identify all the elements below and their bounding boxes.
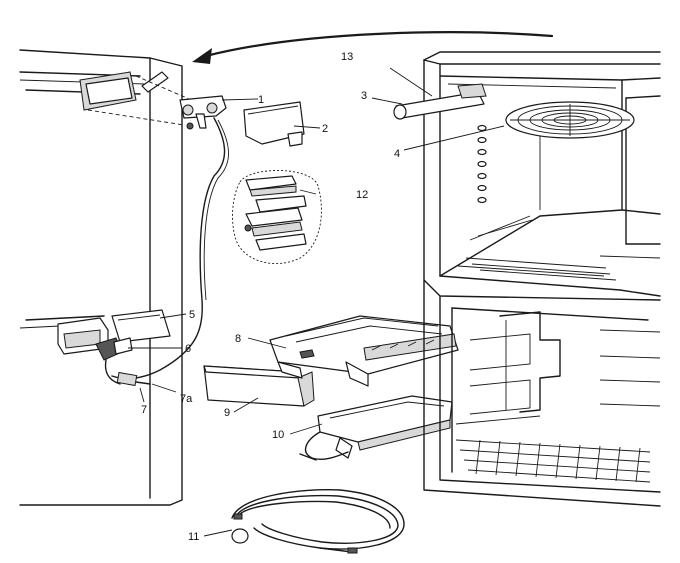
alignment-line	[87, 109, 185, 126]
water-valve-part	[179, 95, 227, 130]
valve-cover-part	[243, 101, 305, 147]
callout-7a: 7a	[180, 393, 193, 405]
door-swing-arrow	[192, 31, 554, 64]
dispenser-housing-part	[57, 309, 171, 355]
callout-7: 7	[141, 404, 147, 416]
callout-12: 12	[356, 189, 368, 201]
callout-13: 13	[341, 51, 353, 63]
ice-tray-assembly	[299, 395, 453, 461]
leader-lines	[128, 67, 505, 537]
callout-2: 2	[322, 123, 328, 135]
light-tube-part	[393, 83, 487, 120]
callout-10: 10	[272, 429, 284, 441]
ice-bucket-assembly	[269, 315, 459, 387]
refrigerator-cabinet	[423, 51, 661, 507]
fan-grille-part	[505, 101, 635, 139]
tube-connector-part	[104, 359, 151, 387]
callout-5: 5	[189, 309, 195, 321]
ice-maker-parts-group	[232, 170, 322, 265]
callout-9: 9	[224, 407, 230, 419]
callout-3: 3	[361, 90, 367, 102]
callout-1: 1	[258, 94, 264, 106]
shelf-supports	[477, 124, 541, 210]
callout-6: 6	[185, 343, 191, 355]
water-fitting-part	[95, 337, 133, 361]
water-tube	[111, 117, 226, 380]
alignment-line	[135, 75, 197, 103]
water-line-kit	[231, 489, 405, 554]
callout-8: 8	[235, 333, 241, 345]
callout-labels: 1 2 3 4 5 6 7 7a 8 9 10 11 12 13	[141, 51, 400, 543]
callout-11: 11	[188, 531, 199, 543]
refrigerator-door	[19, 49, 183, 506]
callout-4: 4	[394, 148, 400, 160]
